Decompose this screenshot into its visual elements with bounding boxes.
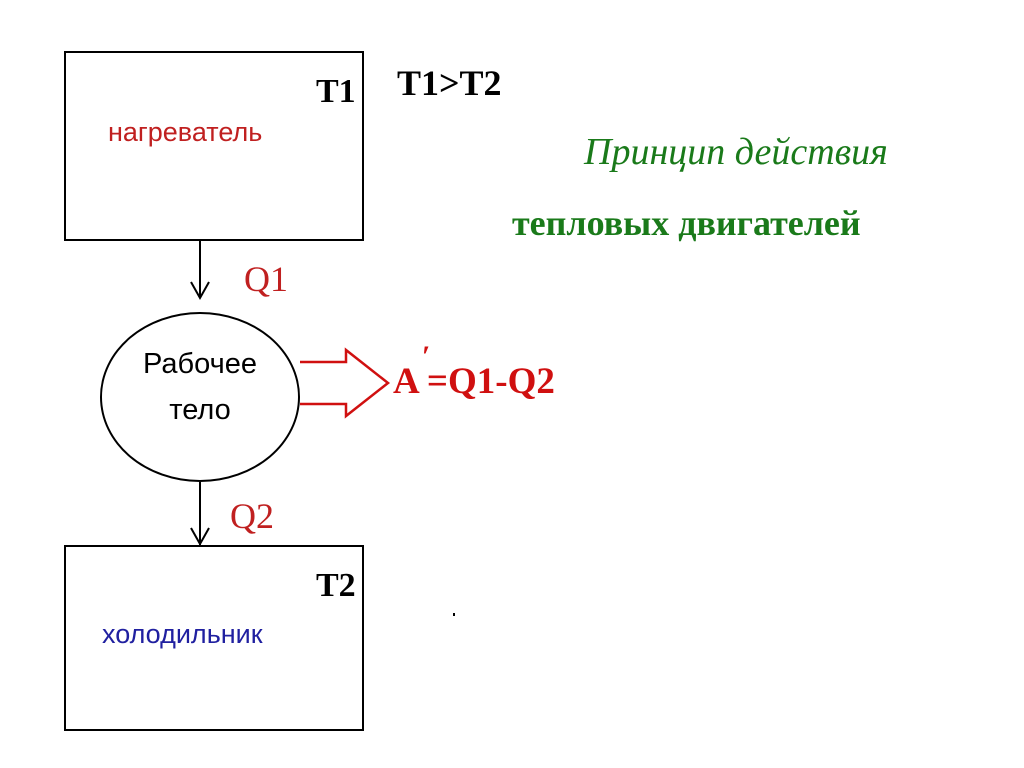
working-body-label-2: тело [169, 394, 231, 426]
cooler-temperature: T2 [316, 567, 356, 604]
cooler-box: холодильник T2 [64, 545, 364, 731]
heater-temperature: T1 [316, 73, 356, 110]
title-line-2: тепловых двигателей [512, 203, 861, 243]
heat-out-label: Q2 [230, 496, 274, 536]
temperature-condition: T1>T2 [397, 63, 502, 103]
working-body-ellipse: Рабочее тело [100, 312, 300, 482]
work-prime-mark: ′ [422, 340, 431, 373]
heat-in-arrowhead [190, 281, 210, 301]
heat-out-arrowhead [190, 527, 210, 547]
heater-label: нагреватель [108, 117, 263, 147]
stray-dot [453, 613, 455, 616]
work-formula: A =Q1-Q2 [393, 361, 555, 402]
working-body-label-1: Рабочее [143, 348, 257, 380]
cooler-label: холодильник [102, 619, 263, 649]
heat-in-label: Q1 [244, 259, 288, 299]
work-double-arrow [300, 347, 391, 419]
title-line-1: Принцип действия [584, 131, 888, 173]
heater-box: нагреватель T1 [64, 51, 364, 241]
